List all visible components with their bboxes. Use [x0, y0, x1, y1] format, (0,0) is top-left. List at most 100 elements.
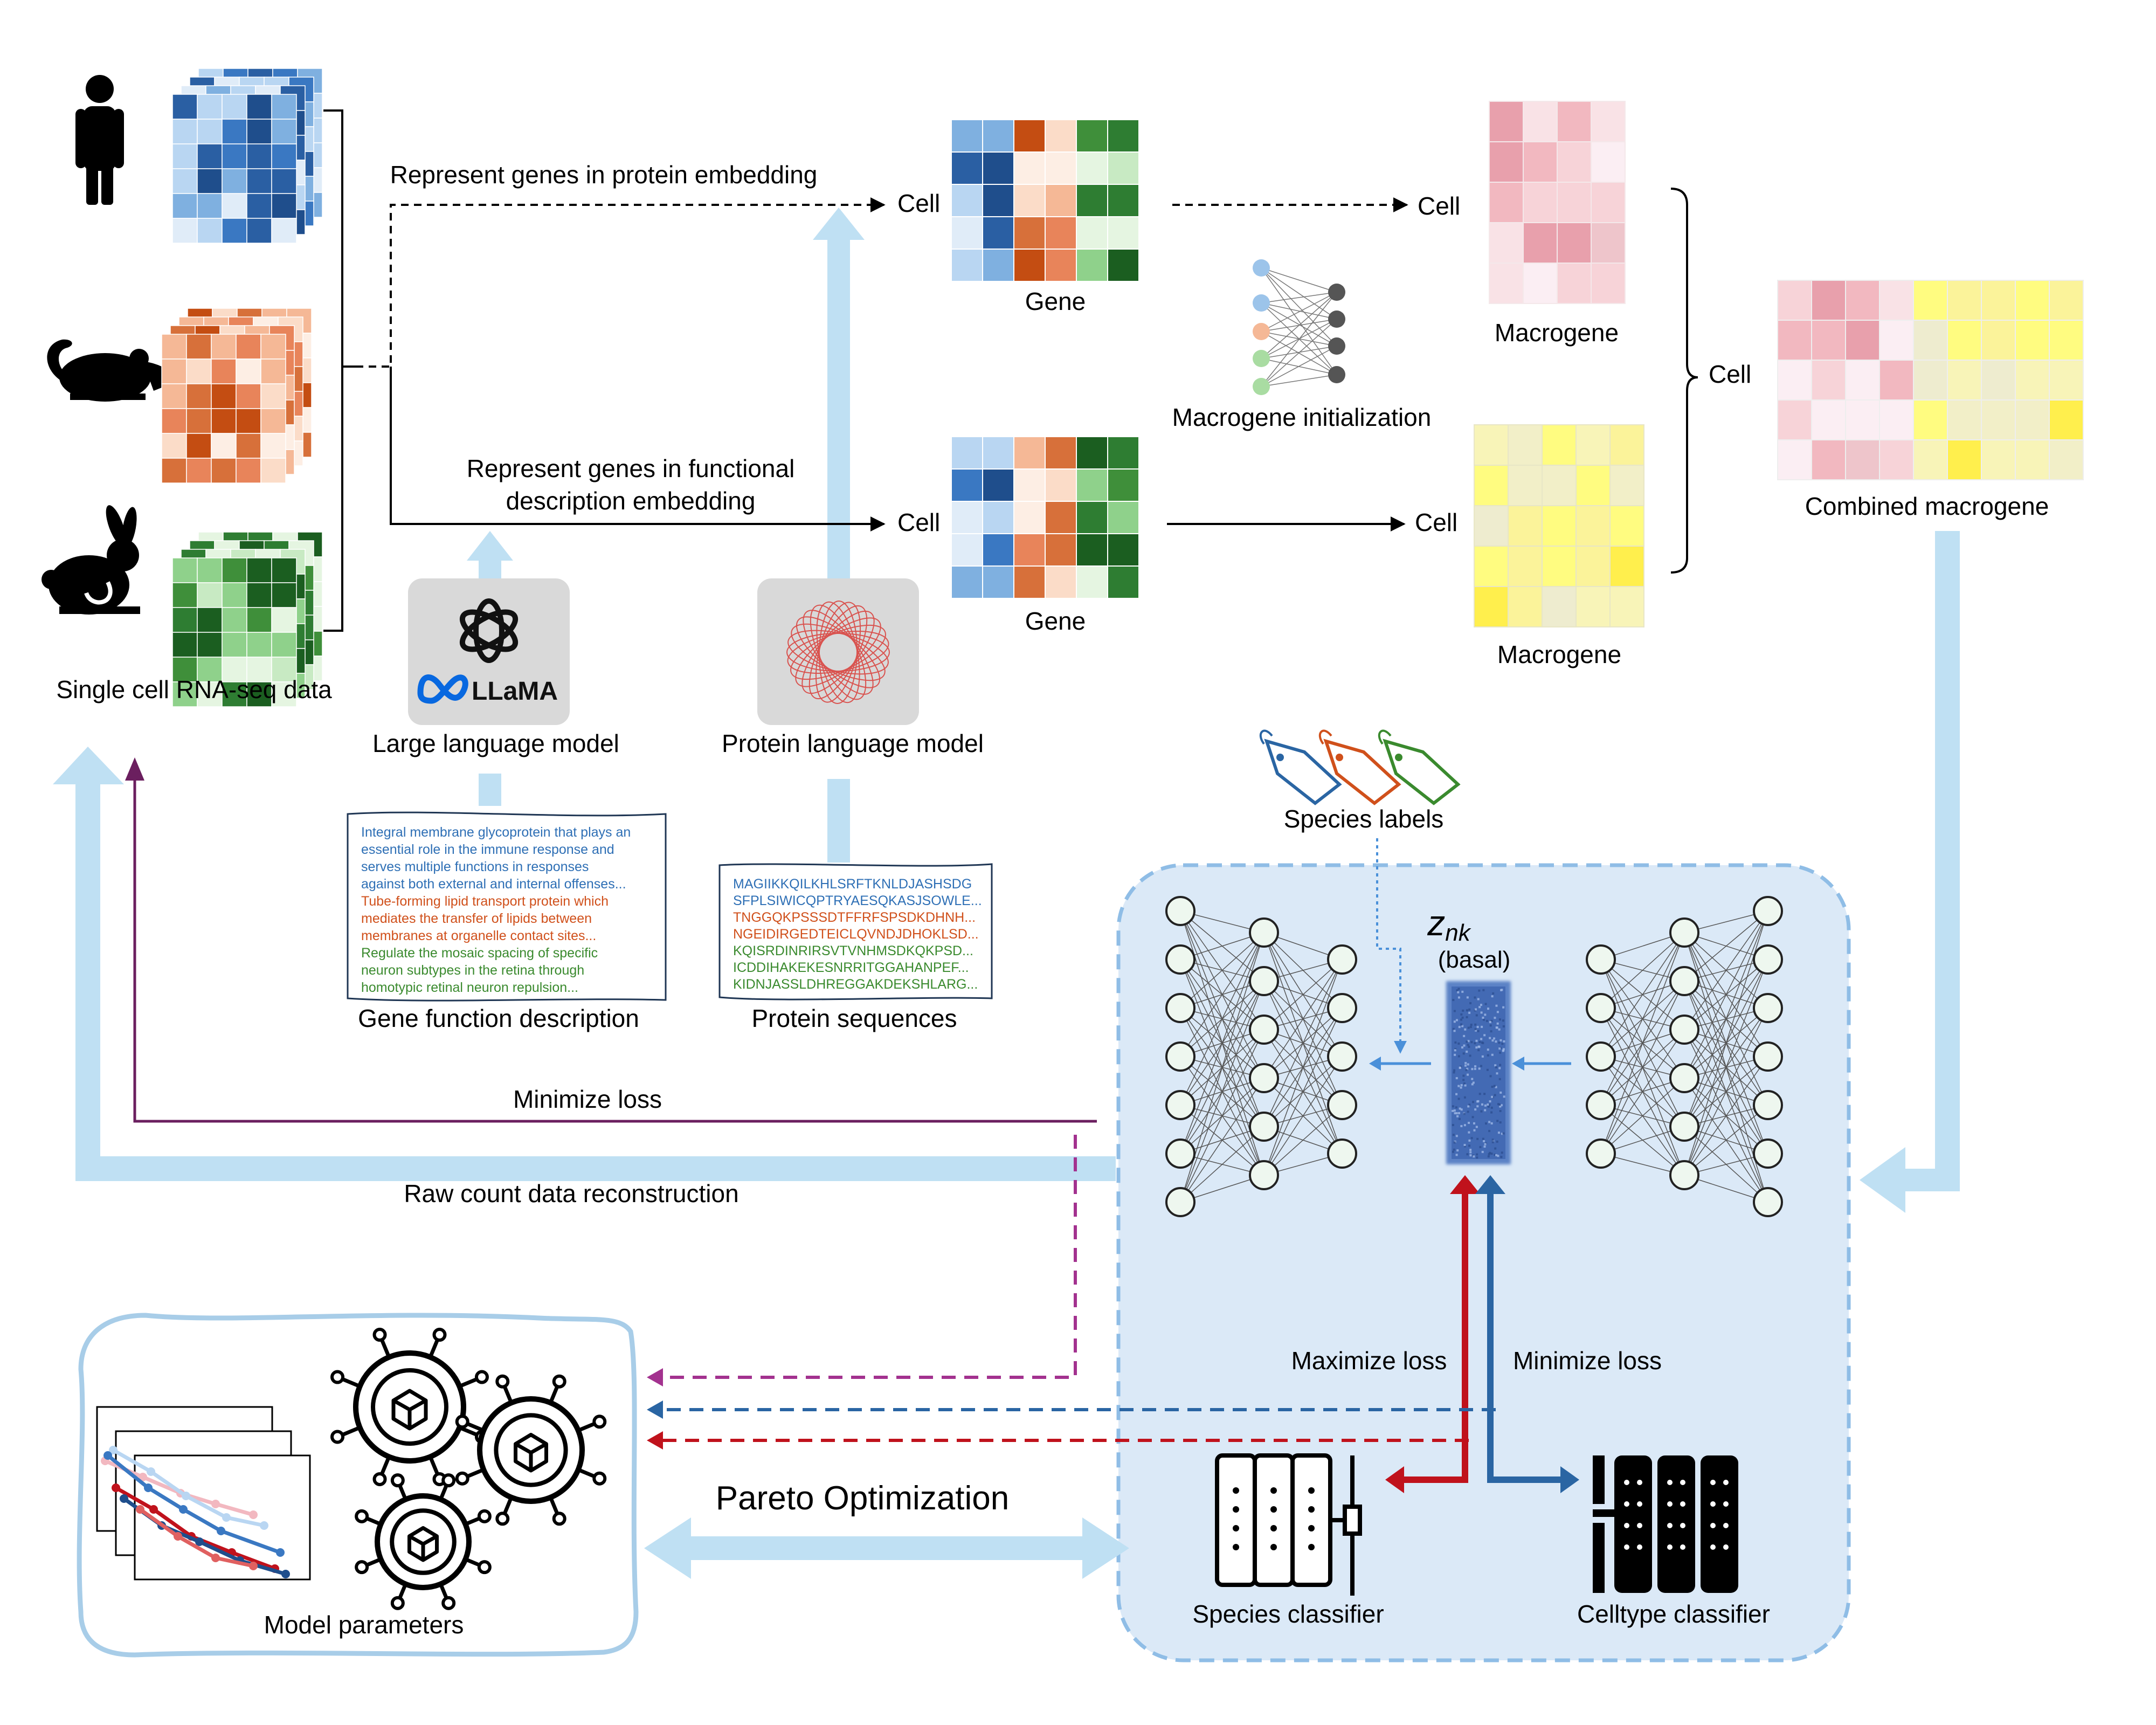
- maximize-loss-red-line: [1401, 1191, 1468, 1483]
- matrix-cell: [172, 681, 198, 707]
- matrix-cell: [161, 458, 187, 484]
- matrix-cell: [1845, 439, 1880, 480]
- matrix-cell: [236, 383, 261, 409]
- matrix-cell: [260, 433, 286, 459]
- matrix-cell: [1076, 501, 1108, 534]
- matrix-cell: [1523, 141, 1558, 183]
- represent-protein-label: Represent genes in protein embedding: [390, 161, 818, 189]
- llm-label: Large language model: [372, 729, 619, 757]
- matrix-cell: [1508, 546, 1543, 587]
- matrix-cell: [1013, 565, 1046, 599]
- matrix-cell: [2015, 320, 2050, 361]
- matrix-cell: [1489, 101, 1524, 142]
- matrix-cell: [1879, 280, 1914, 321]
- matrix-cell: [271, 607, 297, 633]
- matrix-cell: [172, 582, 198, 608]
- matrix-cell: [2015, 280, 2050, 321]
- latent-z-block: [1446, 981, 1511, 1164]
- z-subscript: nk: [1445, 920, 1471, 946]
- network-node: [1753, 944, 1783, 975]
- cell-label-top: Cell: [897, 189, 940, 217]
- matrix-cell: [1523, 101, 1558, 142]
- matrix-cell: [1981, 360, 2016, 401]
- matrix-cell: [246, 607, 272, 633]
- matrix-cell: [197, 557, 223, 583]
- matrix-cell: [1107, 533, 1139, 567]
- network-node: [1669, 1015, 1699, 1045]
- decoder-network: [1165, 896, 1357, 1217]
- matrix-cell: [161, 433, 187, 459]
- minimize-loss-arrowhead: [125, 757, 144, 781]
- protein-branch-dashed-line: [356, 197, 886, 368]
- description-line: membranes at organelle contact sites...: [361, 928, 596, 943]
- matrix-cell: [161, 408, 187, 434]
- matrix-cell: [1542, 424, 1577, 466]
- macrogene-init-network: [1253, 259, 1345, 395]
- matrix-cell: [1076, 249, 1108, 282]
- matrix-cell: [1013, 501, 1046, 534]
- matrix-cell: [197, 632, 223, 658]
- combined-macrogene-matrix: [1777, 280, 2084, 480]
- matrix-cell: [271, 119, 297, 144]
- matrix-cell: [1107, 249, 1139, 282]
- matrix-cell: [982, 249, 1014, 282]
- matrix-cell: [222, 681, 247, 707]
- matrix-cell: [982, 501, 1014, 534]
- matrix-cell: [2049, 399, 2084, 440]
- z-label: znk: [1427, 903, 1471, 946]
- network-node: [1327, 944, 1357, 975]
- matrix-cell: [1981, 399, 2016, 440]
- cell-label-macro-bottom: Cell: [1415, 508, 1457, 536]
- matrix-cell: [197, 119, 223, 144]
- represent-function-label-1: Represent genes in functional: [467, 454, 795, 482]
- matrix-cell: [1947, 280, 1982, 321]
- network-node: [1753, 993, 1783, 1023]
- matrix-cell: [2049, 360, 2084, 401]
- matrix-cell: [186, 383, 212, 409]
- matrix-cell: [161, 358, 187, 384]
- matrix-cell: [982, 533, 1014, 567]
- matrix-cell: [222, 607, 247, 633]
- matrix-cell: [1508, 505, 1543, 547]
- sequence-line: KQISRDINRIRSVTVNHMSDKQKPSD...: [733, 943, 973, 958]
- matrix-cell: [1076, 184, 1108, 217]
- network-node: [1753, 1138, 1783, 1169]
- matrix-cell: [172, 119, 198, 144]
- chip-icons: [330, 1328, 607, 1610]
- matrix-cell: [1474, 505, 1509, 547]
- matrix-cell: [260, 458, 286, 484]
- matrix-cell: [211, 358, 237, 384]
- matrix-cell: [1076, 533, 1108, 567]
- pink-macrogene-matrix: [1489, 101, 1626, 304]
- matrix-cell: [172, 168, 198, 194]
- matrix-cell: [2049, 280, 2084, 321]
- matrix-cell: [1107, 151, 1139, 185]
- matrix-cell: [172, 143, 198, 169]
- network-node: [1669, 1160, 1699, 1190]
- matrix-cell: [1045, 216, 1077, 250]
- matrix-cell: [1107, 436, 1139, 470]
- matrix-cell: [211, 383, 237, 409]
- matrix-cell: [1913, 320, 1948, 361]
- matrix-cell: [197, 94, 223, 120]
- matrix-cell: [1591, 182, 1626, 223]
- matrix-cell: [1981, 320, 2016, 361]
- combine-bracket: [1670, 188, 1698, 574]
- matrix-cell: [246, 557, 272, 583]
- network-node: [1753, 1041, 1783, 1072]
- matrix-cell: [1045, 436, 1077, 470]
- matrix-cell: [1879, 399, 1914, 440]
- network-node: [1327, 993, 1357, 1023]
- matrix-cell: [186, 408, 212, 434]
- matrix-cell: [982, 565, 1014, 599]
- matrix-cell: [211, 433, 237, 459]
- matrix-cell: [951, 501, 983, 534]
- description-line: homotypic retinal neuron repulsion...: [361, 980, 578, 995]
- network-node: [1165, 993, 1196, 1023]
- cell-label-macro-top: Cell: [1418, 192, 1460, 220]
- matrix-cell: [236, 334, 261, 360]
- matrix-cell: [222, 582, 247, 608]
- species-classifier-label: Species classifier: [1192, 1600, 1384, 1628]
- network-node: [1753, 896, 1783, 926]
- matrix-cell: [1879, 320, 1914, 361]
